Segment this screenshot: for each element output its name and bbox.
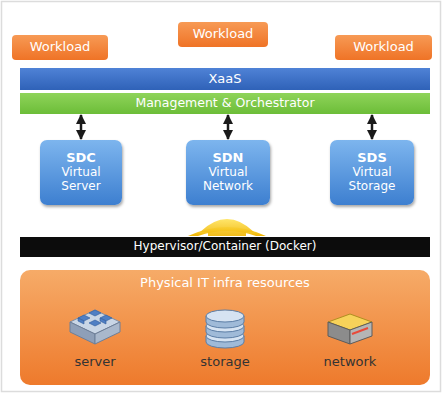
network-icon: [328, 314, 372, 344]
workload-box: Workload: [178, 22, 268, 47]
node-subtitle: Virtual Storage: [334, 166, 410, 194]
component-label: storage: [200, 354, 249, 369]
node-title: Workload: [193, 27, 254, 42]
workload-box: Workload: [12, 35, 108, 60]
node-title: Hypervisor/Container (Docker): [134, 240, 317, 254]
virtual-box: SDSVirtual Storage: [330, 140, 414, 205]
virtual-box: SDNVirtual Network: [186, 140, 270, 205]
orchestrator-bar: Management & Orchestrator: [20, 93, 430, 114]
hypervisor-bar: Hypervisor/Container (Docker): [20, 237, 430, 257]
node-title: SDC: [66, 151, 96, 166]
node-title: SDS: [357, 151, 387, 166]
service-bar: XaaS: [20, 68, 430, 90]
node-title: SDN: [212, 151, 243, 166]
upward-arrow: [200, 219, 254, 236]
component-label: network: [324, 354, 377, 369]
bidirectional-arrow: [227, 115, 230, 139]
server-icon: [70, 310, 120, 344]
infra-panel: Physical IT infra resources server storage…: [20, 270, 430, 385]
storage-icon: [206, 310, 244, 348]
node-title: Management & Orchestrator: [135, 96, 314, 110]
node-subtitle: Virtual Server: [44, 166, 118, 194]
node-subtitle: Virtual Network: [190, 166, 266, 194]
bidirectional-arrow: [80, 115, 83, 139]
node-title: Physical IT infra resources: [140, 276, 310, 291]
node-title: Workload: [30, 40, 91, 55]
workload-box: Workload: [335, 35, 432, 60]
node-title: XaaS: [208, 72, 241, 87]
node-title: Workload: [353, 40, 414, 55]
component-label: server: [74, 354, 115, 369]
virtual-box: SDCVirtual Server: [40, 140, 122, 205]
bidirectional-arrow: [371, 115, 374, 139]
